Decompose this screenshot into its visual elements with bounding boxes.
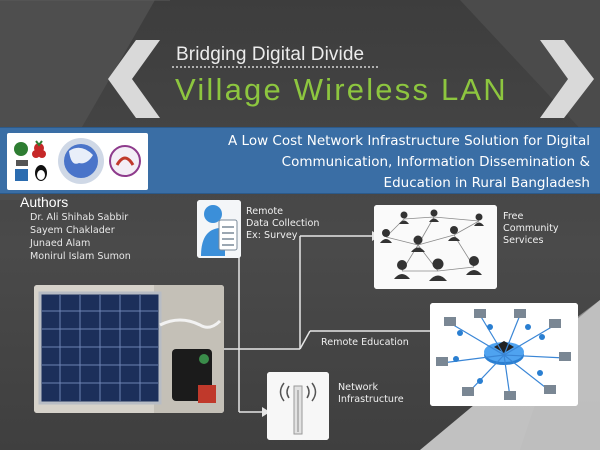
network-label: Network Infrastructure xyxy=(338,382,404,405)
author-name: Dr. Ali Shihab Sabbir xyxy=(30,212,129,223)
banner-line-2: Communication, Information Dissemination… xyxy=(281,154,590,170)
chevron-right-icon xyxy=(540,40,594,118)
survey-person-icon xyxy=(197,200,241,258)
author-name: Junaed Alam xyxy=(30,238,91,249)
banner-line-3: Education in Rural Bangladesh xyxy=(383,175,590,191)
banner-text: A Low Cost Network Infrastructure Soluti… xyxy=(200,131,590,194)
remote-data-label: Remote Data Collection Ex: Survey xyxy=(246,206,320,241)
chevron-left-icon xyxy=(108,40,160,118)
banner-line-1: A Low Cost Network Infrastructure Soluti… xyxy=(228,133,590,149)
author-name: Monirul Islam Sumon xyxy=(30,251,131,262)
logos-icon xyxy=(14,138,141,184)
community-label: Free Community Services xyxy=(503,211,559,246)
remote-education-label: Remote Education xyxy=(321,337,409,348)
logo-panel xyxy=(7,133,148,190)
slide-subtitle: Bridging Digital Divide xyxy=(176,44,365,65)
author-name: Sayem Chaklader xyxy=(30,225,115,236)
education-network-icon xyxy=(430,303,578,406)
slide-title: Village Wireless LAN xyxy=(175,72,508,107)
solar-panel-image xyxy=(34,285,224,413)
cell-tower-icon xyxy=(267,372,329,440)
authors-heading: Authors xyxy=(20,194,69,210)
people-network-icon xyxy=(374,205,497,289)
title-divider xyxy=(172,66,378,68)
authors-list: Dr. Ali Shihab Sabbir Sayem Chaklader Ju… xyxy=(30,211,131,263)
